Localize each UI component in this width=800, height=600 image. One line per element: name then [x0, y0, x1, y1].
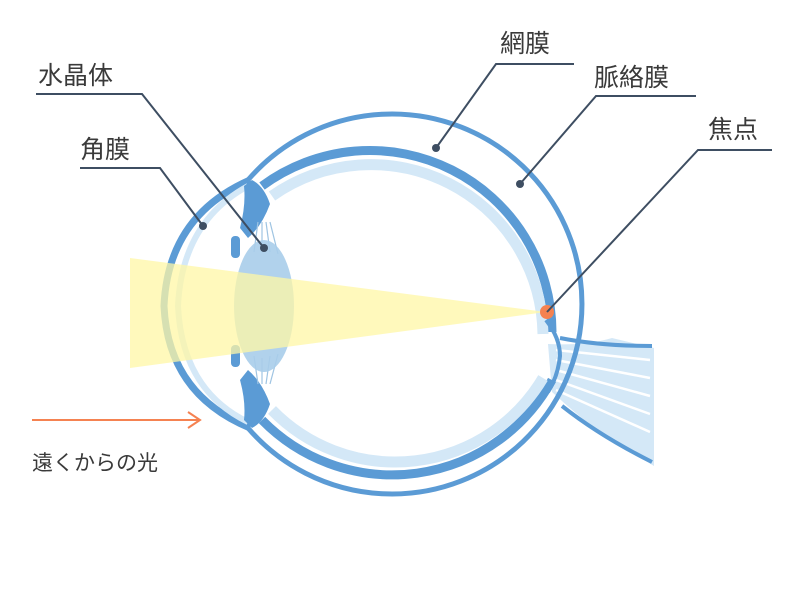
leader-lens: [36, 93, 268, 252]
choroid: [258, 146, 557, 480]
label-focal-point: 焦点: [708, 115, 758, 144]
leader-choroid: [516, 95, 696, 188]
leader-focal-point: [546, 149, 772, 313]
leader-cornea: [80, 167, 207, 230]
label-choroid: 脈絡膜: [594, 63, 669, 92]
label-retina: 網膜: [500, 29, 550, 58]
optic-disc: [544, 318, 563, 394]
label-lens: 水晶体: [38, 61, 113, 90]
optic-nerve: [548, 336, 654, 466]
iris: [231, 180, 270, 428]
incoming-light-arrow: [32, 411, 202, 429]
label-incoming-light: 遠くからの光: [32, 451, 158, 475]
sclera: [246, 111, 585, 497]
label-cornea: 角膜: [80, 135, 130, 164]
light-beam: [130, 258, 546, 368]
retina: [268, 159, 549, 468]
leader-retina: [432, 63, 574, 152]
